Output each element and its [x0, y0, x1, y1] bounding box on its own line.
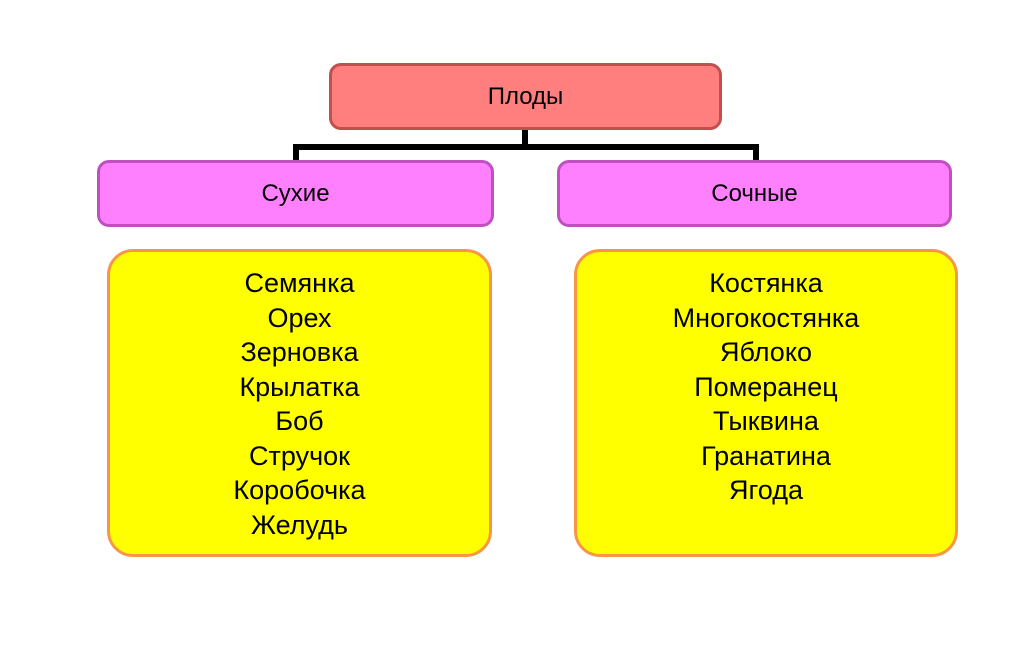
list-item: Боб — [275, 406, 324, 436]
list-item: Желудь — [251, 509, 348, 540]
list-item: Зерновка — [240, 337, 359, 367]
list-item: Коробочка — [233, 475, 366, 505]
juicy-fruits-list-box: Костянка Многокостянка Яблоко Померанец … — [574, 249, 958, 557]
category-dry-label: Сухие — [261, 179, 330, 207]
juicy-fruits-list: Костянка Многокостянка Яблоко Померанец … — [673, 266, 860, 508]
list-item: Крылатка — [239, 371, 360, 402]
list-item: Гранатина — [701, 440, 831, 471]
root-node-fruits: Плоды — [329, 63, 722, 130]
dry-fruits-list-box: Семянка Орех Зерновка Крылатка Боб Струч… — [107, 249, 492, 557]
list-item: Орех — [267, 302, 332, 333]
list-item: Тыквина — [713, 406, 819, 436]
category-node-juicy: Сочные — [557, 160, 952, 227]
list-item: Яблоко — [720, 337, 812, 367]
list-item: Померанец — [694, 371, 838, 402]
category-juicy-label: Сочные — [711, 179, 798, 207]
category-node-dry: Сухие — [97, 160, 494, 227]
list-item: Стручок — [249, 440, 350, 471]
dry-fruits-list: Семянка Орех Зерновка Крылатка Боб Струч… — [233, 266, 365, 542]
root-node-label: Плоды — [487, 82, 564, 110]
list-item: Ягода — [729, 475, 803, 505]
list-item: Костянка — [709, 268, 823, 298]
list-item: Семянка — [244, 268, 355, 298]
list-item: Многокостянка — [672, 302, 860, 333]
